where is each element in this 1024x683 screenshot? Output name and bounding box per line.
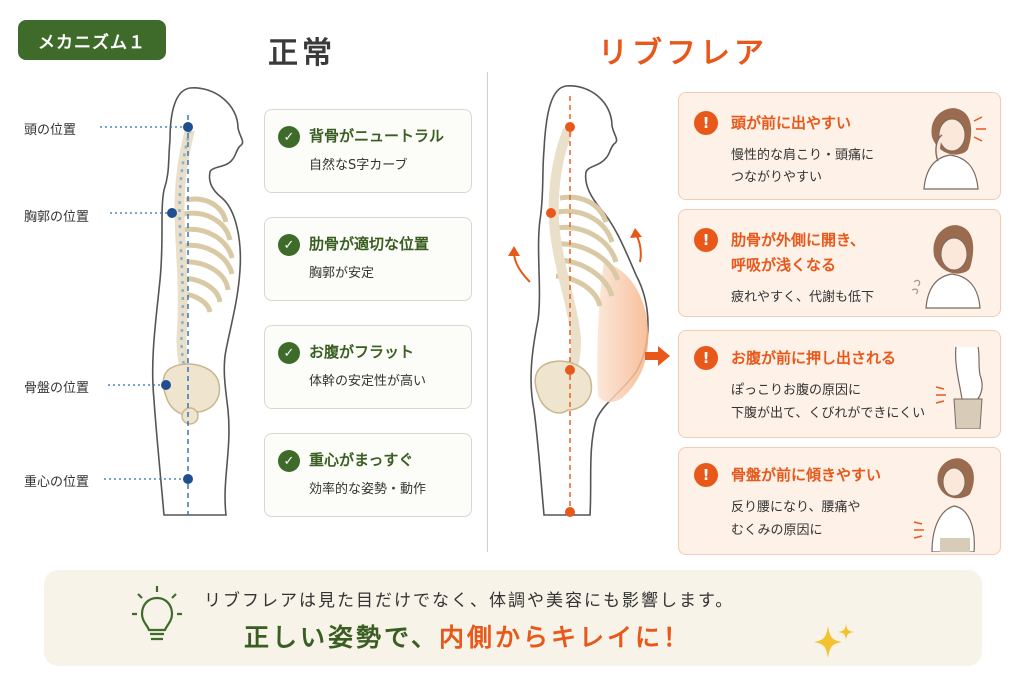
flare-card-head: ! 頭が前に出やすい 慢性的な肩こり・頭痛に つながりやすい <box>678 92 1001 200</box>
back-pain-woman-illustration <box>913 458 975 552</box>
normal-card-sub: 自然なS字カーブ <box>309 158 408 173</box>
flare-card-sub: 下腹が出て、くびれができにくい <box>731 406 926 421</box>
head-position-label: 頭の位置 <box>24 123 77 138</box>
flare-card-heading: 骨盤が前に傾きやすい <box>731 466 882 484</box>
flare-card-abdomen: ! お腹が前に押し出される ぽっこりお腹の原因に 下腹が出て、くびれができにくい <box>678 330 1001 438</box>
normal-card-heading: お腹がフラット <box>309 343 415 361</box>
exclamation-icon: ! <box>694 111 718 135</box>
footer-message: リブフレアは見た目だけでなく、体調や美容にも影響します。 <box>204 591 735 611</box>
flare-card-sub: 反り腰になり、腰痛や <box>731 500 861 515</box>
rib-flare-posture-illustration <box>508 85 670 517</box>
flare-card-sub: ぽっこりお腹の原因に <box>731 383 862 398</box>
check-icon: ✓ <box>278 342 300 364</box>
exclamation-icon: ! <box>694 228 718 252</box>
footer-slogan: 正しい姿勢で、内側からキレイに！ <box>244 618 691 654</box>
left-flare-arrow <box>513 251 531 283</box>
normal-card-abdomen: ✓ お腹がフラット 体幹の安定性が高い <box>264 325 472 409</box>
normal-position-markers <box>161 122 193 484</box>
summary-footer: リブフレアは見た目だけでなく、体調や美容にも影響します。 正しい姿勢で、内側から… <box>44 570 982 666</box>
flare-card-ribs: ! 肋骨が外側に開き、 呼吸が浅くなる 疲れやすく、代謝も低下 <box>678 209 1001 317</box>
protruding-belly <box>597 262 649 403</box>
mechanism-badge: メカニズム１ <box>18 20 166 60</box>
normal-card-sub: 体幹の安定性が高い <box>309 374 427 389</box>
belly-illustration <box>936 346 983 429</box>
flare-card-sub: つながりやすい <box>731 170 823 185</box>
pelvis-position-label: 骨盤の位置 <box>24 381 90 396</box>
flare-card-sub: 疲れやすく、代謝も低下 <box>731 290 875 305</box>
check-icon: ✓ <box>278 234 300 256</box>
exclamation-icon: ! <box>694 346 718 370</box>
ribcage-position-label: 胸郭の位置 <box>24 210 90 225</box>
flare-card-sub: むくみの原因に <box>731 523 823 538</box>
normal-card-ribs: ✓ 肋骨が適切な位置 胸郭が安定 <box>264 217 472 301</box>
flare-card-heading: 肋骨が外側に開き、 <box>731 231 865 249</box>
normal-card-sub: 胸郭が安定 <box>309 266 375 281</box>
flare-position-markers <box>546 122 575 517</box>
sparkle-icon <box>814 624 854 658</box>
tired-woman-illustration <box>911 225 981 309</box>
normal-title: 正常 <box>268 36 336 71</box>
flare-card-heading: 頭が前に出やすい <box>731 114 852 132</box>
flare-card-heading: 呼吸が浅くなる <box>731 256 837 274</box>
gravity-position-label: 重心の位置 <box>24 475 90 490</box>
normal-card-heading: 肋骨が適切な位置 <box>309 235 430 253</box>
lightbulb-icon <box>132 586 182 641</box>
flare-spine <box>548 128 582 388</box>
flare-pelvis <box>534 360 593 414</box>
flare-card-pelvis: ! 骨盤が前に傾きやすい 反り腰になり、腰痛や むくみの原因に <box>678 447 1001 555</box>
check-icon: ✓ <box>278 450 300 472</box>
normal-card-spine: ✓ 背骨がニュートラル 自然なS字カーブ <box>264 109 472 193</box>
right-flare-arrow <box>635 233 642 263</box>
exclamation-icon: ! <box>694 463 718 487</box>
belly-pointer-arrow <box>645 346 670 366</box>
flare-card-heading: お腹が前に押し出される <box>731 349 897 367</box>
normal-card-heading: 重心がまっすぐ <box>309 451 414 469</box>
normal-card-heading: 背骨がニュートラル <box>309 127 445 145</box>
rib-flare-title: リブフレア <box>598 36 768 71</box>
center-divider <box>487 72 488 552</box>
footer-slogan-orange: 内側からキレイに！ <box>439 623 692 652</box>
headache-woman-illustration <box>923 108 986 190</box>
normal-posture-illustration <box>100 87 244 516</box>
footer-slogan-green: 正しい姿勢で、 <box>244 623 440 652</box>
check-icon: ✓ <box>278 126 300 148</box>
normal-card-sub: 効率的な姿勢・動作 <box>309 482 427 497</box>
flare-card-sub: 慢性的な肩こり・頭痛に <box>731 148 875 163</box>
normal-card-gravity: ✓ 重心がまっすぐ 効率的な姿勢・動作 <box>264 433 472 517</box>
